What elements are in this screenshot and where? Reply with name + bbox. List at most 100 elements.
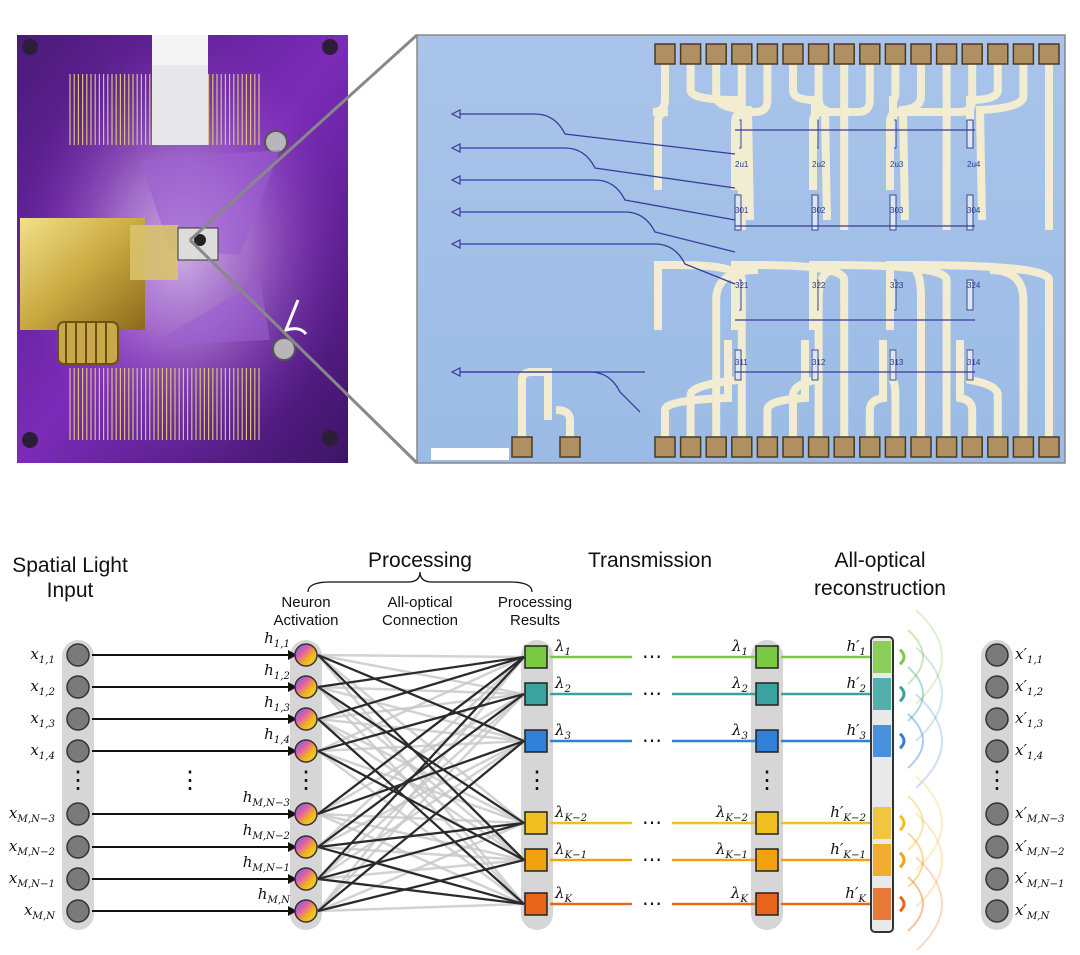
- emission-wave: [898, 814, 906, 832]
- vertical-ellipsis: ⋮: [178, 767, 202, 794]
- result-square: [524, 645, 548, 669]
- neuron-label: hM,N−1: [243, 853, 290, 874]
- heading-processing: Processing: [368, 549, 472, 572]
- wavelength-label: λ1: [731, 637, 748, 658]
- input-node: [66, 739, 90, 763]
- horizontal-ellipsis: ⋯: [642, 730, 662, 752]
- vertical-ellipsis: ⋮: [755, 767, 779, 794]
- output-node: [985, 835, 1009, 859]
- modulator-cell: [873, 725, 891, 757]
- emission-wave: [915, 856, 943, 952]
- chip-heater-label: 2u3: [890, 160, 904, 169]
- heading-spatial-input-2: Input: [47, 579, 94, 602]
- chip-waveguides: [450, 109, 975, 413]
- receiver-square: [755, 645, 779, 669]
- receiver-square: [755, 848, 779, 872]
- receiver-square: [755, 682, 779, 706]
- output-label: x′1,3: [1015, 709, 1043, 730]
- neuron-label: hM,N: [258, 885, 291, 906]
- neuron-label: h1,1: [264, 629, 290, 650]
- neuron-node: [294, 802, 318, 826]
- emission-wave: [898, 895, 906, 913]
- output-node: [985, 802, 1009, 826]
- heading-results-2: Results: [510, 612, 560, 629]
- chip-heater-label: 324: [967, 281, 981, 290]
- active-connection: [317, 750, 525, 861]
- chip-heater-label: 313: [890, 358, 904, 367]
- emission-wave: [915, 646, 943, 742]
- chip-heater-label: 302: [812, 206, 826, 215]
- chip-electrodes: [518, 64, 1053, 437]
- output-node: [985, 707, 1009, 731]
- reconstruction-label: h′3: [846, 721, 866, 742]
- active-connection: [317, 654, 525, 861]
- active-connection: [317, 858, 525, 913]
- emission-wave: [915, 609, 943, 705]
- chip-bond-pads: [511, 43, 1060, 458]
- output-node: [985, 867, 1009, 891]
- input-label: x1,1: [30, 645, 55, 666]
- neuron-node: [294, 643, 318, 667]
- scale-bar: [431, 448, 509, 460]
- screw-icon: [322, 430, 338, 446]
- output-label: x′M,N−1: [1015, 869, 1064, 890]
- receiver-square: [755, 892, 779, 916]
- output-node: [985, 675, 1009, 699]
- output-label: x′1,2: [1015, 677, 1043, 698]
- emission-wave: [907, 713, 924, 769]
- neuron-node: [294, 867, 318, 891]
- network-diagram: x1,1h1,1x′1,1x1,2h1,2x′1,2x1,3h1,3x′1,3x…: [9, 609, 1064, 952]
- emission-wave: [898, 685, 906, 703]
- heading-connection-1: All-optical: [387, 594, 452, 611]
- wavelength-label: λK: [730, 884, 750, 905]
- active-connection: [317, 877, 525, 906]
- input-label: xM,N: [24, 901, 56, 922]
- screw-icon: [22, 39, 38, 55]
- modulator-cell: [873, 844, 891, 876]
- active-connection: [317, 656, 525, 815]
- vertical-ellipsis: ⋮: [294, 767, 318, 794]
- wavelength-label: λ1: [554, 637, 571, 658]
- result-square: [524, 848, 548, 872]
- modulator-cell: [873, 888, 891, 920]
- active-connection: [317, 655, 525, 721]
- chip-heater-label: 323: [890, 281, 904, 290]
- output-node: [985, 643, 1009, 667]
- input-node: [66, 899, 90, 923]
- wavelength-label: λ3: [731, 721, 748, 742]
- input-label: x1,2: [30, 677, 55, 698]
- neuron-node: [294, 899, 318, 923]
- emission-wave: [907, 876, 924, 932]
- chip-heater-label: 311: [735, 358, 748, 367]
- horizontal-ellipsis: ⋯: [642, 849, 662, 871]
- emission-wave: [915, 775, 943, 871]
- wavelength-label: λK−2: [554, 803, 587, 824]
- wavelength-label: λ3: [554, 721, 571, 742]
- neuron-label: h1,2: [264, 661, 290, 682]
- screw-icon: [22, 432, 38, 448]
- wavelength-label: λK: [554, 884, 574, 905]
- pcb-photo: [17, 35, 348, 463]
- chip-heater-label: 303: [890, 206, 904, 215]
- reconstruction-label: h′K−2: [830, 803, 866, 824]
- input-node: [66, 802, 90, 826]
- horizontal-ellipsis: ⋯: [642, 812, 662, 834]
- input-label: xM,N−1: [9, 869, 55, 890]
- reconstruction-label: h′K: [845, 884, 867, 905]
- heading-connection-2: Connection: [382, 612, 458, 629]
- active-connection: [317, 655, 525, 689]
- vertical-ellipsis: ⋮: [525, 767, 549, 794]
- active-connection: [317, 718, 525, 905]
- active-connection: [317, 653, 525, 743]
- wavelength-label: λK−1: [715, 840, 748, 861]
- headings: Spatial Light Input Processing Neuron Ac…: [12, 549, 946, 629]
- screw-icon: [264, 130, 288, 154]
- heading-neuron-activation-2: Activation: [273, 612, 338, 629]
- wavelength-label: λ2: [554, 674, 571, 695]
- chip-heater-label: 304: [967, 206, 981, 215]
- chip-heater-label: 322: [812, 281, 826, 290]
- active-connection: [317, 845, 525, 906]
- active-connection: [317, 692, 525, 753]
- horizontal-ellipsis: ⋯: [642, 893, 662, 915]
- neuron-label: h1,4: [264, 725, 290, 746]
